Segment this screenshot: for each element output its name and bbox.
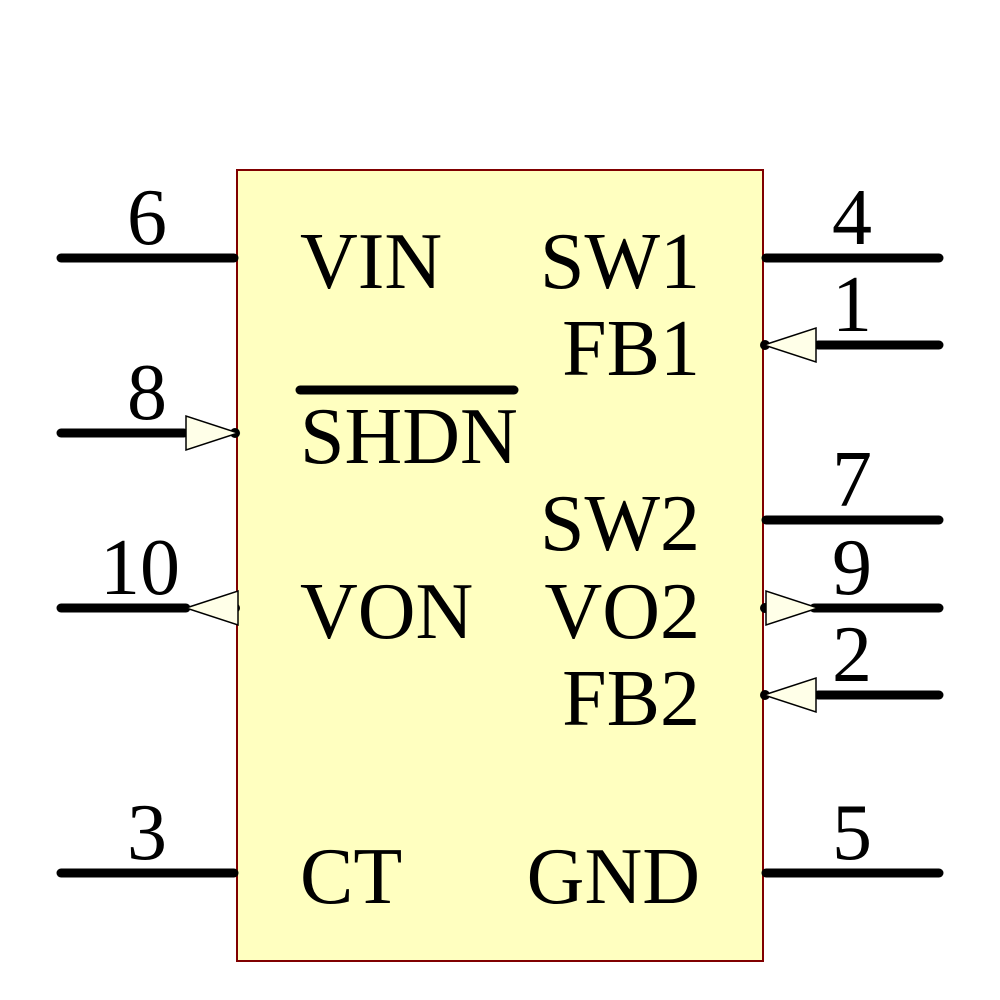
component-body-border (236, 169, 764, 962)
pin-shdn-input-arrow-icon[interactable] (185, 414, 241, 452)
pin-von: 10 VON (56, 524, 473, 656)
pin-fb2-label: FB2 (562, 655, 700, 743)
pin-sw1-number: 4 (832, 174, 872, 262)
pin-vo2-label: VO2 (544, 568, 700, 656)
pin-gnd-number: 5 (832, 789, 872, 877)
pin-fb2-number: 2 (832, 611, 872, 699)
pin-fb2: 2 FB2 (562, 611, 944, 743)
pin-vin-label: VIN (300, 218, 442, 306)
pin-vo2-number: 9 (832, 524, 872, 612)
pin-gnd: 5 GND (527, 789, 944, 921)
pin-fb1-label: FB1 (562, 305, 700, 393)
pin-ct-label: CT (300, 833, 402, 921)
pin-vin-number: 6 (127, 174, 167, 262)
pin-sw2: 7 SW2 (540, 436, 944, 568)
pin-von-output-arrow-icon[interactable] (183, 589, 239, 627)
pin-sw2-number: 7 (832, 436, 872, 524)
pin-shdn: 8 SHDN (56, 349, 519, 481)
pin-fb1-input-arrow-icon[interactable] (761, 326, 817, 364)
pin-shdn-number: 8 (127, 349, 167, 437)
pin-fb2-input-arrow-icon[interactable] (761, 676, 817, 714)
pin-fb1: 1 FB1 (562, 261, 944, 393)
pin-ct: 3 CT (56, 789, 402, 921)
pin-sw2-label: SW2 (540, 480, 700, 568)
pin-vo2: 9 VO2 (544, 524, 944, 656)
pin-vin: 6 VIN (56, 174, 442, 306)
pin-fb1-number: 1 (832, 261, 872, 349)
pin-von-number: 10 (100, 524, 180, 612)
pin-shdn-label: SHDN (300, 393, 518, 481)
pin-ct-number: 3 (127, 789, 167, 877)
pin-gnd-label: GND (527, 833, 700, 921)
pin-sw1: 4 SW1 (540, 174, 944, 306)
pin-vo2-output-arrow-icon[interactable] (765, 589, 821, 627)
pin-sw1-label: SW1 (540, 218, 700, 306)
component-body[interactable] (237, 170, 763, 961)
pin-von-label: VON (300, 568, 473, 656)
